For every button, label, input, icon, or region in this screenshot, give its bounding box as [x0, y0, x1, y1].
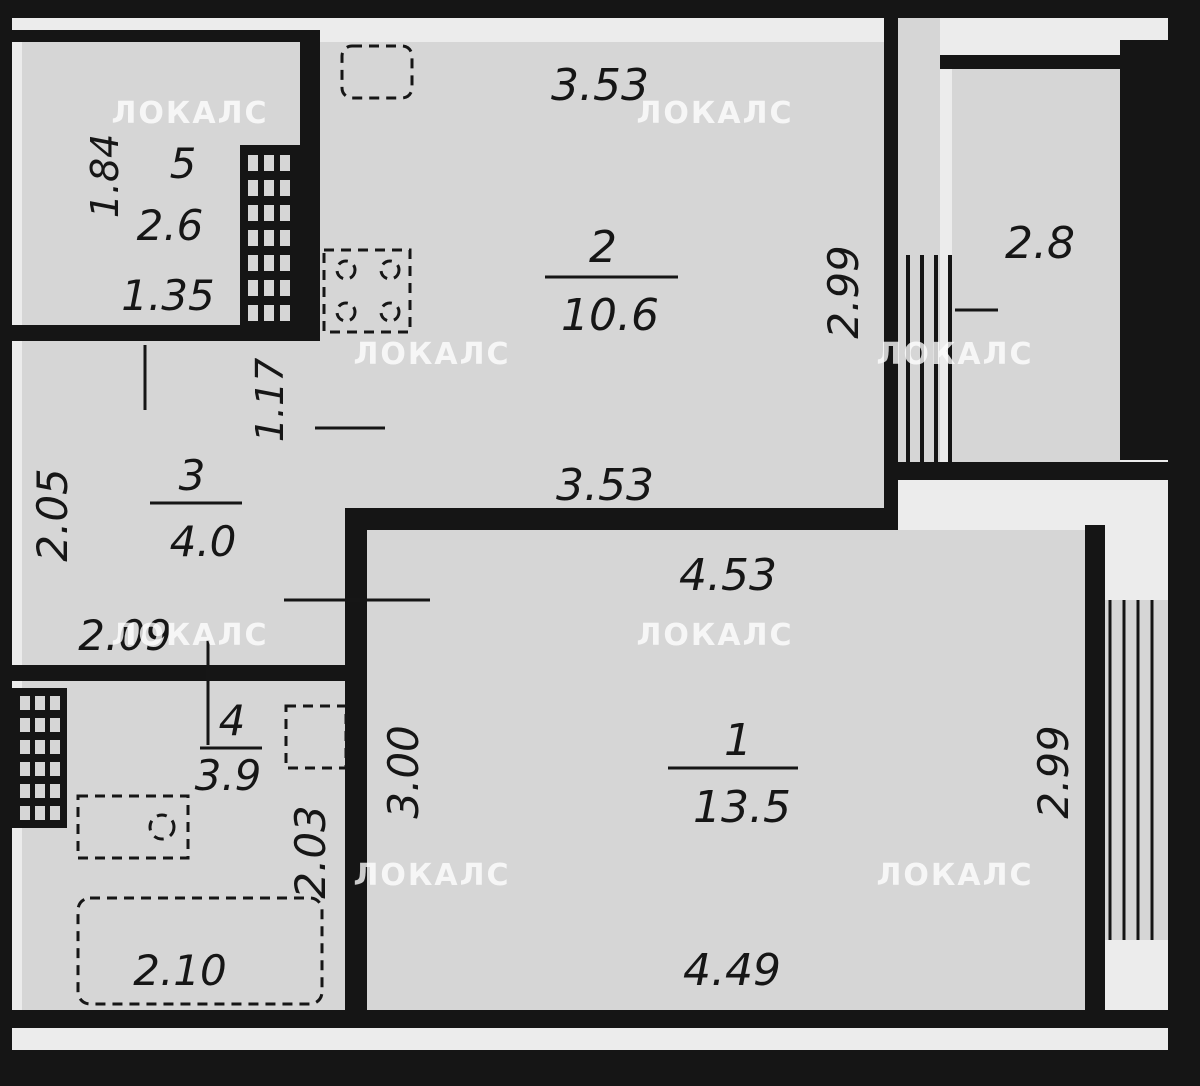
- room-3-height: 2.05: [28, 468, 77, 562]
- toilet-fixture: [284, 704, 348, 770]
- room-4-width: 2.10: [133, 946, 227, 995]
- washbasin-fixture: [76, 794, 190, 860]
- room-5-width: 1.35: [121, 271, 215, 320]
- room-3-number: 3: [179, 451, 206, 500]
- fixtures-dashed: [76, 44, 414, 1006]
- room-4-height: 2.03: [286, 805, 335, 899]
- room-2-area: 10.6: [561, 290, 659, 341]
- bathtub-fixture: [76, 896, 324, 1006]
- room-1-right-height: 2.99: [1029, 725, 1078, 819]
- burner: [335, 301, 357, 323]
- room-1-bottom-width: 4.49: [683, 945, 781, 996]
- room-2-side-height: 2.99: [819, 245, 868, 339]
- burner: [379, 301, 401, 323]
- grid-fixture-top: [240, 145, 302, 330]
- watermark: ЛОКАЛС: [876, 858, 1033, 893]
- room-2-floor: [320, 42, 884, 508]
- watermark: ЛОКАЛС: [111, 618, 268, 653]
- room-4-number: 4: [219, 696, 246, 745]
- room-3-area: 4.0: [170, 517, 237, 566]
- sink-fixture: [340, 44, 414, 100]
- watermarks: ЛОКАЛС ЛОКАЛС ЛОКАЛС ЛОКАЛС ЛОКАЛС ЛОКАЛ…: [111, 96, 1033, 893]
- room-5-area: 2.6: [137, 201, 204, 250]
- watermark: ЛОКАЛС: [353, 337, 510, 372]
- corridor-floor: [898, 18, 940, 462]
- room-labels: 2 10.6 1 13.5 3 4.0 4 3.9 5 2.6 2.8: [137, 139, 1075, 833]
- watermark: ЛОКАЛС: [636, 96, 793, 131]
- grid-fixture-bottom: [12, 688, 67, 828]
- watermark: ЛОКАЛС: [876, 337, 1033, 372]
- dimension-lines: [143, 275, 998, 770]
- balcony-door-hatch: [893, 255, 952, 465]
- room-1-left-height: 3.00: [379, 725, 428, 819]
- room-3-width: 2.09: [78, 611, 172, 660]
- watermark: ЛОКАЛС: [636, 618, 793, 653]
- balcony-floor: [952, 69, 1120, 462]
- room-1-top-width: 4.53: [679, 550, 777, 601]
- room-2-top-width: 3.53: [551, 60, 649, 111]
- washbasin-drain: [148, 813, 176, 841]
- room-1-number: 1: [724, 715, 752, 766]
- stove-fixture: [322, 248, 412, 334]
- room-2-number: 2: [589, 222, 617, 273]
- room-5-number: 5: [170, 139, 197, 188]
- watermark: ЛОКАЛС: [353, 858, 510, 893]
- burner: [335, 259, 357, 281]
- room-1-area: 13.5: [693, 782, 791, 833]
- watermark: ЛОКАЛС: [111, 96, 268, 131]
- floors: [22, 18, 1168, 1010]
- dimension-labels: 3.53 3.53 1.17 2.99 4.53 4.49 3.00 2.99 …: [28, 60, 1078, 996]
- balcony-area: 2.8: [1005, 218, 1075, 269]
- room-2-door-height: 1.17: [248, 358, 292, 443]
- room-2-bottom-width: 3.53: [556, 460, 654, 511]
- window-hatch: [1108, 600, 1154, 940]
- burner: [379, 259, 401, 281]
- room-5-height: 1.84: [83, 134, 127, 219]
- room-1-floor: [367, 530, 1085, 1010]
- room-4-floor: [22, 681, 345, 1010]
- room-4-area: 3.9: [195, 751, 262, 800]
